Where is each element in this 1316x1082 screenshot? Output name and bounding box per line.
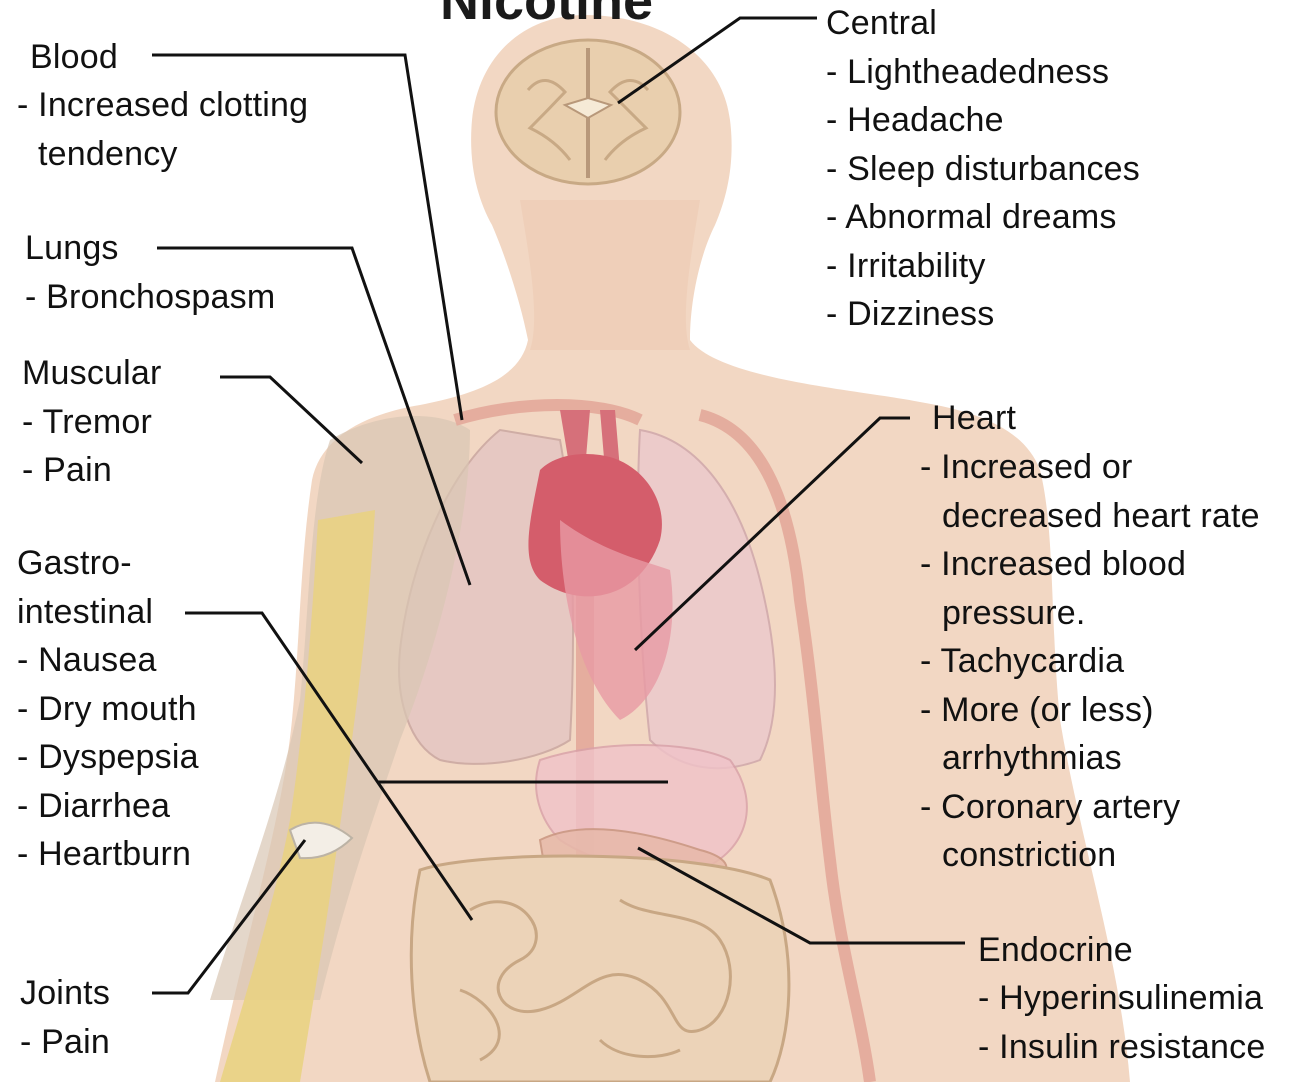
endocrine-heading: Endocrine xyxy=(978,926,1133,975)
list-item: - Dry mouth xyxy=(17,685,199,734)
gastro-heading-2: intestinal xyxy=(17,588,199,637)
muscular-heading: Muscular xyxy=(22,349,162,398)
list-item: - Nausea xyxy=(17,636,199,685)
list-item: - Heartburn xyxy=(17,830,199,879)
gastro-heading-1: Gastro- xyxy=(17,539,199,588)
list-item: - Sleep disturbances xyxy=(826,145,1140,194)
central-heading: Central xyxy=(826,0,1140,48)
heart-heading: Heart xyxy=(932,394,1016,443)
brain xyxy=(496,40,680,184)
label-joints: Joints - Pain xyxy=(20,969,110,1066)
label-muscular: Muscular - Tremor - Pain xyxy=(22,349,162,495)
list-item: - Increased or xyxy=(920,443,1260,492)
muscular-list: - Tremor - Pain xyxy=(22,398,162,495)
list-item: - Tremor xyxy=(22,398,162,447)
list-item: - Increased clotting xyxy=(17,81,308,130)
list-item: - Bronchospasm xyxy=(25,273,275,322)
lungs-heading: Lungs xyxy=(25,224,275,273)
gastro-list: - Nausea - Dry mouth - Dyspepsia - Diarr… xyxy=(17,636,199,879)
list-item: decreased heart rate xyxy=(920,492,1260,541)
list-item: constriction xyxy=(920,831,1260,880)
list-item: - Dizziness xyxy=(826,290,1140,339)
heart-list: - Increased or decreased heart rate - In… xyxy=(920,443,1260,880)
central-list: - Lightheadedness - Headache - Sleep dis… xyxy=(826,48,1140,339)
list-item: - Tachycardia xyxy=(920,637,1260,686)
list-item: - Insulin resistance xyxy=(978,1023,1265,1072)
label-central: Central - Lightheadedness - Headache - S… xyxy=(826,0,1140,339)
diagram-title: Nicotine xyxy=(440,0,653,32)
joints-list: - Pain xyxy=(20,1018,110,1067)
list-item: - More (or less) xyxy=(920,686,1260,735)
list-item: - Pain xyxy=(20,1018,110,1067)
list-item: - Increased blood xyxy=(920,540,1260,589)
list-item: - Pain xyxy=(22,446,162,495)
list-item: - Diarrhea xyxy=(17,782,199,831)
list-item: - Headache xyxy=(826,96,1140,145)
label-blood: Blood xyxy=(30,33,118,82)
list-item: - Irritability xyxy=(826,242,1140,291)
label-gastrointestinal: Gastro- intestinal - Nausea - Dry mouth … xyxy=(17,539,199,879)
lungs-list: - Bronchospasm xyxy=(25,273,275,322)
list-item: - Lightheadedness xyxy=(826,48,1140,97)
label-endocrine: Endocrine xyxy=(978,926,1133,975)
list-item: pressure. xyxy=(920,589,1260,638)
blood-heading: Blood xyxy=(30,33,118,82)
joints-heading: Joints xyxy=(20,969,110,1018)
list-item: arrhythmias xyxy=(920,734,1260,783)
list-item: - Dyspepsia xyxy=(17,733,199,782)
list-item: - Abnormal dreams xyxy=(826,193,1140,242)
intestines xyxy=(411,856,789,1082)
endocrine-list: - Hyperinsulinemia - Insulin resistance xyxy=(978,974,1265,1071)
label-heart: Heart xyxy=(932,394,1016,443)
list-item: - Coronary artery xyxy=(920,783,1260,832)
neck xyxy=(520,200,700,350)
blood-list: - Increased clotting tendency xyxy=(17,81,308,178)
list-item: tendency xyxy=(17,130,308,179)
label-lungs: Lungs - Bronchospasm xyxy=(25,224,275,321)
list-item: - Hyperinsulinemia xyxy=(978,974,1265,1023)
